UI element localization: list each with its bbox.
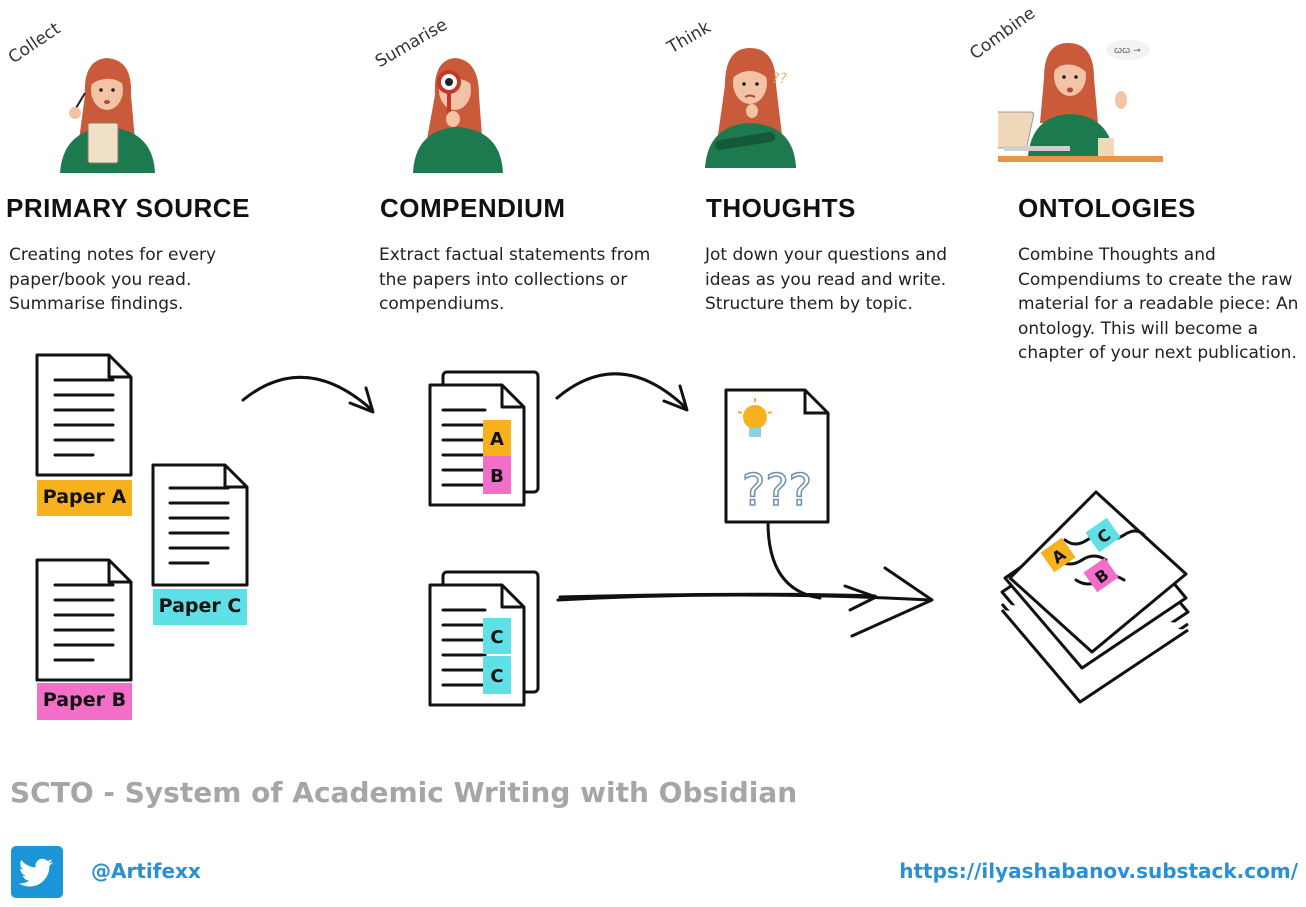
- heading-primary-source: PRIMARY SOURCE: [6, 193, 250, 223]
- description-line: chapter of your next publication.: [1018, 343, 1297, 363]
- heading-compendium: COMPENDIUM: [380, 193, 566, 223]
- description-line: ontology. This will become a: [1018, 318, 1259, 339]
- description-compendium: Extract factual statements from the pape…: [379, 243, 650, 317]
- arrow-icon: [556, 520, 934, 638]
- description-line: paper/book you read.: [9, 269, 192, 290]
- document-icon-paper-c: [151, 463, 249, 587]
- tab-label-c: C: [490, 627, 503, 648]
- heading-thoughts: THOUGHTS: [706, 193, 856, 223]
- woman-magnifier-illustration: [413, 58, 503, 173]
- compendium-stack-cc: C C: [428, 570, 540, 707]
- ontology-paper-stack: A C B: [1000, 490, 1190, 704]
- description-line: Extract factual statements from: [379, 245, 651, 265]
- paper-label-c: Paper C: [153, 589, 247, 625]
- description-line: Combine Thoughts and: [1018, 245, 1216, 265]
- woman-thinking-illustration: ??: [705, 48, 796, 168]
- description-line: Creating notes for every: [9, 245, 217, 265]
- description-line: Structure them by topic.: [705, 294, 913, 314]
- twitter-button[interactable]: [11, 846, 63, 898]
- twitter-handle-link[interactable]: @Artifexx: [91, 859, 201, 883]
- document-icon-paper-a: [35, 353, 133, 477]
- description-line: Compendiums to create the raw: [1018, 269, 1293, 290]
- description-line: compendiums.: [379, 294, 505, 314]
- lightbulb-icon: [737, 398, 773, 437]
- laptop-icon: [998, 111, 1070, 151]
- question-marks-icon: ???: [742, 465, 812, 516]
- footer-title: SCTO - System of Academic Writing with O…: [10, 776, 798, 809]
- svg-text:ꞷꞷ ⊸: ꞷꞷ ⊸: [1114, 46, 1141, 56]
- description-line: material for a readable piece: An: [1018, 294, 1299, 314]
- description-line: Summarise findings.: [9, 294, 184, 314]
- tab-label-b: B: [490, 466, 504, 487]
- description-line: the papers into collections or: [379, 269, 628, 290]
- substack-url-link[interactable]: https://ilyashabanov.substack.com/: [899, 859, 1298, 883]
- tab-label-c: C: [490, 666, 503, 687]
- workflow-diagram: A B C C ???: [35, 353, 1190, 707]
- arrow-icon: [241, 375, 375, 414]
- twitter-bird-icon: [18, 858, 53, 887]
- description-ontologies: Combine Thoughts and Compendiums to crea…: [1018, 243, 1298, 366]
- paper-label-b: Paper B: [37, 683, 132, 720]
- description-line: Jot down your questions and: [705, 245, 948, 265]
- tab-label-a: A: [490, 429, 504, 450]
- woman-writing-illustration: [60, 58, 155, 173]
- thoughts-document-icon: ???: [724, 388, 830, 524]
- woman-laptop-illustration: ꞷꞷ ⊸: [998, 40, 1163, 162]
- arrow-icon: [555, 372, 689, 412]
- description-thoughts: Jot down your questions and ideas as you…: [705, 243, 947, 317]
- description-primary-source: Creating notes for every paper/book you …: [9, 243, 216, 317]
- paper-label-a: Paper A: [37, 480, 132, 516]
- magnifier-icon: [437, 70, 461, 115]
- compendium-stack-ab: A B: [428, 370, 540, 507]
- description-line: ideas as you read and write.: [705, 269, 947, 290]
- document-icon-paper-b: [35, 558, 133, 682]
- heading-ontologies: ONTOLOGIES: [1018, 193, 1196, 223]
- svg-text:??: ??: [772, 71, 787, 87]
